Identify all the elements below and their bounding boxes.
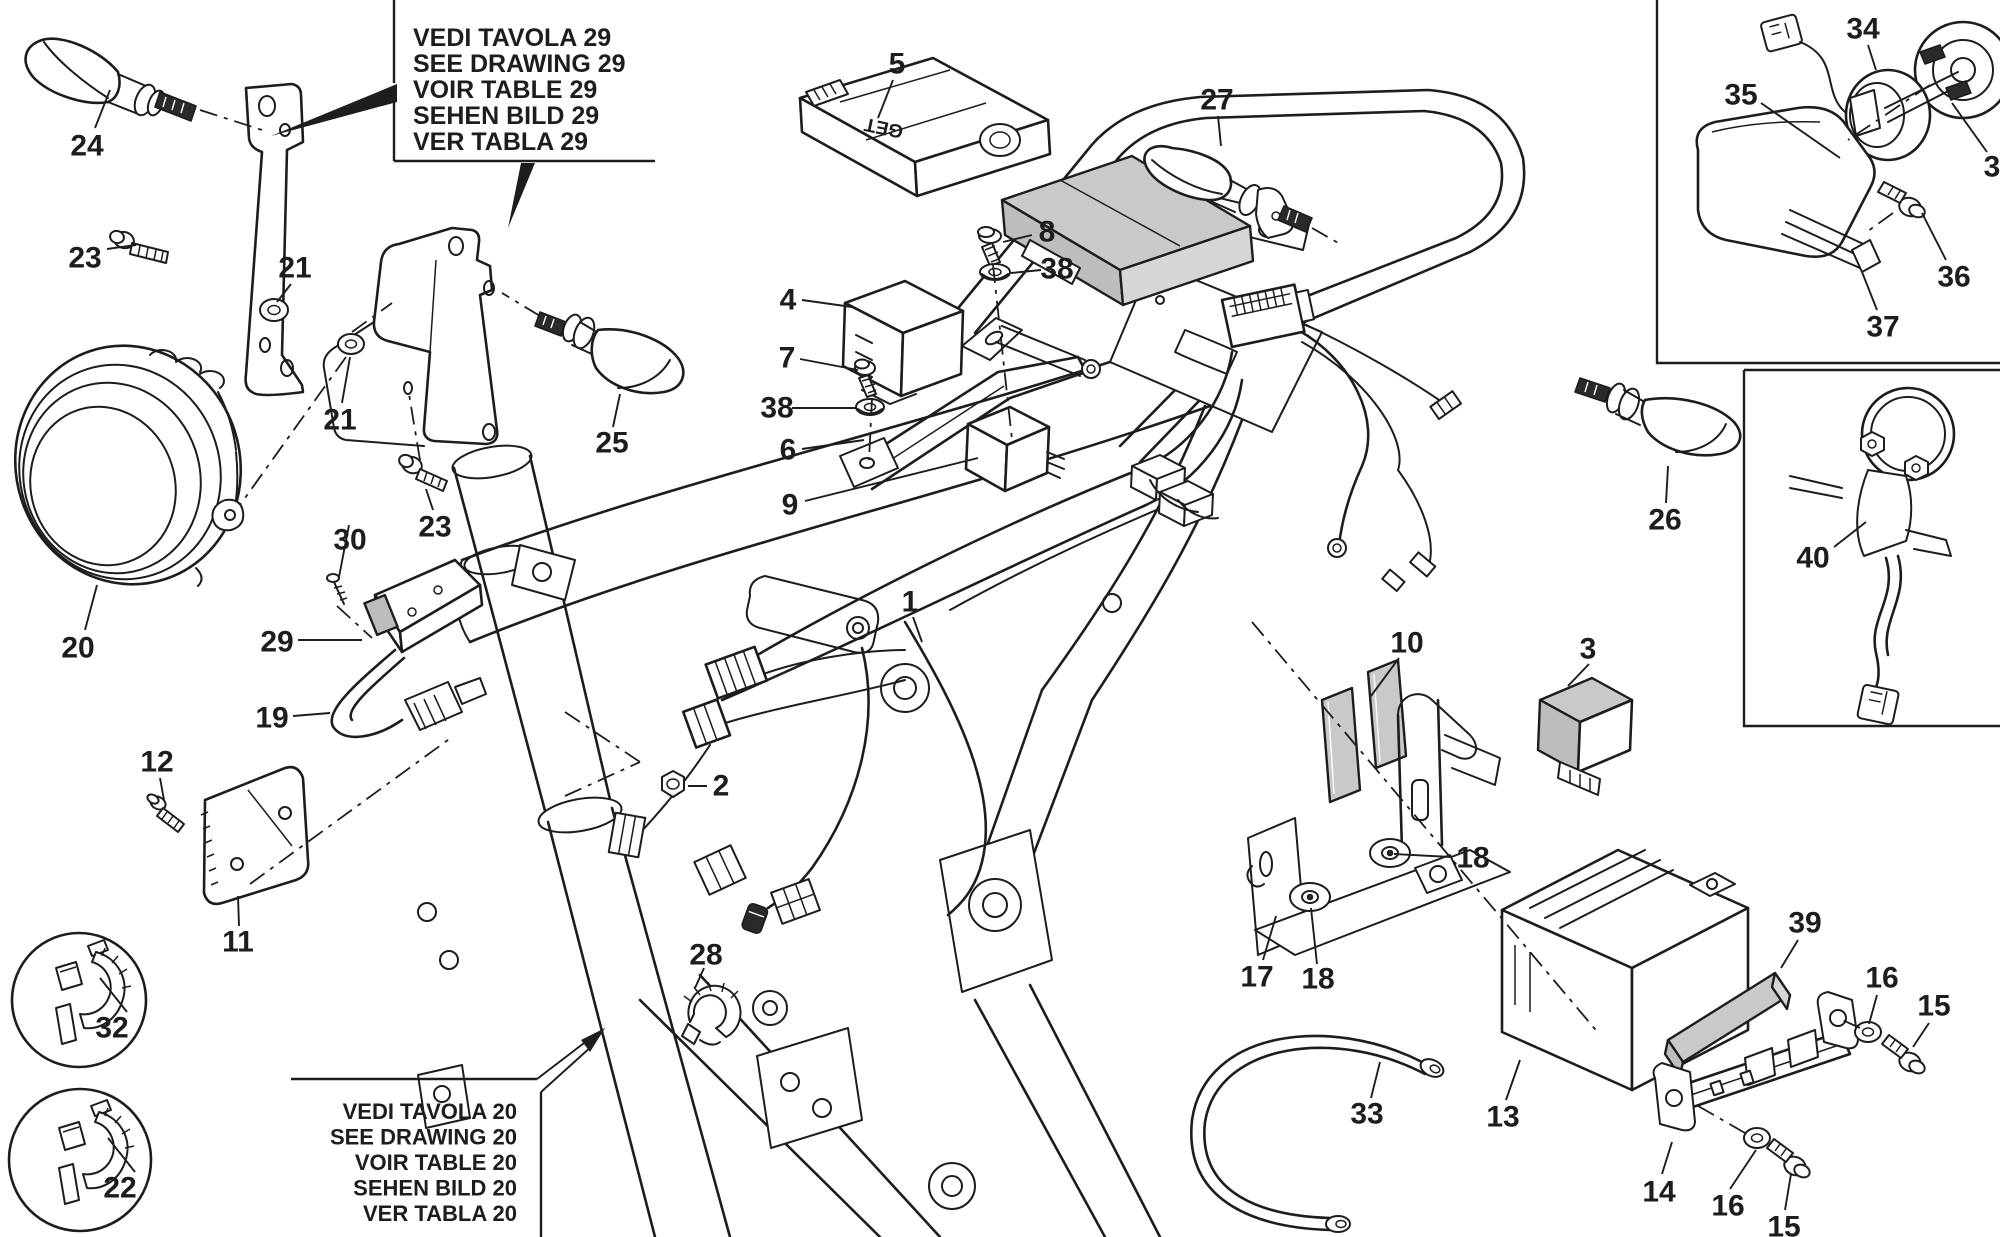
relay-rear — [964, 405, 1065, 493]
part-label-1: 1 — [902, 586, 919, 619]
part-label-37: 37 — [1866, 311, 1899, 344]
part-label-21: 21 — [323, 404, 356, 437]
headlight-bracket — [322, 226, 499, 447]
part-label-11: 11 — [222, 926, 254, 959]
headlight-bolts-washers — [109, 229, 448, 492]
part-label-24: 24 — [70, 130, 104, 163]
note-line: SEE DRAWING 20 — [330, 1125, 517, 1150]
part-label-2: 2 — [713, 770, 730, 803]
note-line: VER TABLA 29 — [413, 128, 588, 156]
starter-relay-front — [841, 279, 965, 405]
note-bottom-leader-arrow — [581, 1028, 605, 1052]
starter-relay-rear — [1536, 676, 1634, 796]
part-label-21: 21 — [278, 252, 311, 285]
part-label-39: 39 — [1788, 907, 1821, 940]
leader-lines — [84, 44, 1988, 1211]
battery-tray — [1246, 693, 1511, 956]
ecu: GET — [798, 56, 1052, 198]
part-label-6: 6 — [780, 434, 797, 467]
part-label-35: 35 — [1724, 79, 1757, 112]
part-label-38: 38 — [760, 392, 793, 425]
note-line: VEDI TAVOLA 20 — [343, 1099, 517, 1124]
part-label-15: 15 — [1917, 990, 1950, 1023]
clip-inset-32 — [10, 931, 148, 1069]
strap-fasteners — [1743, 1021, 1926, 1179]
part-label-40: 40 — [1796, 542, 1829, 575]
turn-signal-front-right — [534, 311, 685, 395]
horn-inset — [1742, 368, 2000, 728]
battery-strap-bracket — [1652, 991, 1859, 1132]
battery-cable — [1190, 1034, 1445, 1233]
part-label-38: 38 — [1040, 253, 1073, 286]
part-label-3: 3 — [1580, 633, 1597, 666]
flasher-relays — [1130, 454, 1219, 527]
part-label-13: 13 — [1486, 1101, 1519, 1134]
turn-signal-front-left — [24, 37, 197, 122]
assembly-axes — [199, 84, 1931, 1134]
part-label-3: 3 — [1984, 151, 2000, 184]
part-label-23: 23 — [418, 511, 451, 544]
part-label-25: 25 — [595, 427, 628, 460]
part-label-10: 10 — [1390, 627, 1423, 660]
part-label-32: 32 — [95, 1012, 128, 1045]
turn-signal-rear-right — [1574, 377, 1742, 457]
note-line: SEHEN BILD 29 — [413, 102, 599, 130]
part-label-16: 16 — [1865, 962, 1898, 995]
front-indicator-bracket — [244, 82, 305, 397]
circlip — [681, 981, 742, 1046]
tail-light-bolt — [1877, 181, 1926, 219]
part-label-19: 19 — [255, 702, 288, 735]
harness-nut — [661, 770, 685, 798]
part-label-34: 34 — [1846, 13, 1880, 46]
part-label-15: 15 — [1767, 1211, 1800, 1237]
note-line: VER TABLA 20 — [363, 1201, 517, 1226]
clip-inset-22 — [7, 1087, 153, 1233]
wiring-harness — [607, 283, 1463, 1046]
part-label-22: 22 — [103, 1172, 136, 1205]
part-label-12: 12 — [140, 746, 173, 779]
ignition-coil — [326, 558, 487, 739]
part-label-36: 36 — [1937, 261, 1970, 294]
part-label-29: 29 — [260, 626, 293, 659]
part-label-26: 26 — [1648, 504, 1681, 537]
note-line: SEE DRAWING 29 — [413, 50, 626, 78]
part-label-14: 14 — [1642, 1176, 1676, 1209]
part-label-23: 23 — [68, 242, 101, 275]
turn-signal-rear-left — [1143, 145, 1313, 239]
part-label-27: 27 — [1200, 84, 1233, 117]
note-top-leader-arrow — [271, 84, 397, 136]
battery — [1500, 848, 1750, 1092]
note-line: VEDI TAVOLA 29 — [413, 24, 611, 52]
tail-light-inset — [1655, 0, 2000, 365]
note-line: VOIR TABLE 20 — [355, 1150, 517, 1175]
motorcycle-frame — [417, 88, 1526, 1237]
note-top-leader-arrow2 — [508, 163, 535, 228]
part-label-33: 33 — [1350, 1098, 1383, 1131]
note-line: VOIR TABLE 29 — [413, 76, 597, 104]
part-label-7: 7 — [779, 342, 796, 375]
part-label-30: 30 — [333, 524, 366, 557]
note-line: SEHEN BILD 20 — [353, 1176, 517, 1201]
part-label-5: 5 — [889, 48, 906, 81]
headlight — [13, 344, 245, 587]
part-label-18: 18 — [1456, 842, 1489, 875]
part-label-9: 9 — [782, 489, 799, 522]
part-label-16: 16 — [1711, 1190, 1744, 1223]
voltage-regulator — [146, 765, 310, 906]
part-label-20: 20 — [61, 632, 94, 665]
battery-pads — [1320, 658, 1408, 804]
part-label-4: 4 — [780, 284, 797, 317]
part-label-8: 8 — [1039, 216, 1056, 249]
part-label-18: 18 — [1301, 963, 1334, 996]
part-label-17: 17 — [1240, 961, 1273, 994]
tail-light-housing — [1695, 106, 1881, 273]
part-label-28: 28 — [689, 939, 722, 972]
ecu-cover — [1000, 154, 1255, 307]
